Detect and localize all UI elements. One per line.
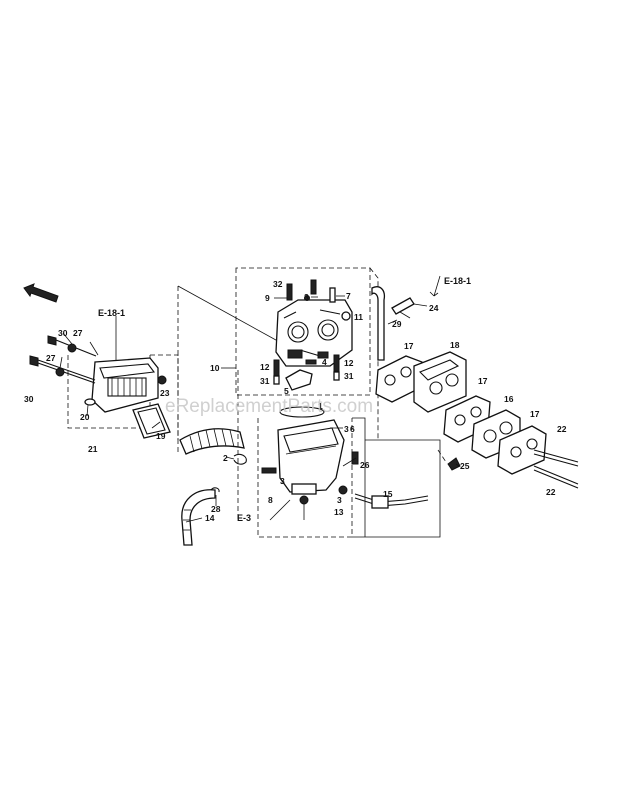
carburetor-body bbox=[275, 299, 353, 367]
drain-screw-13 bbox=[338, 485, 348, 495]
callout-17-b: 17 bbox=[478, 376, 488, 386]
screw-26 bbox=[351, 451, 359, 465]
callout-13: 13 bbox=[334, 507, 344, 517]
callout-10: 10 bbox=[210, 363, 220, 373]
ref-e-18-1-left[interactable]: E-18-1 bbox=[98, 308, 125, 318]
gasket-1 bbox=[279, 406, 325, 418]
callout-27-lower: 27 bbox=[46, 353, 56, 363]
callout-15: 15 bbox=[383, 489, 393, 499]
callout-27-upper: 27 bbox=[73, 328, 83, 338]
callout-6: 6 bbox=[350, 424, 355, 434]
air-cleaner-gasket bbox=[132, 403, 171, 439]
clip-28 bbox=[210, 487, 220, 493]
callout-21: 21 bbox=[88, 444, 98, 454]
hose-group bbox=[177, 285, 286, 546]
ref-e-3[interactable]: E-3 bbox=[237, 513, 251, 523]
callout-26: 26 bbox=[360, 460, 370, 470]
ref-e-18-1-right[interactable]: E-18-1 bbox=[444, 276, 471, 286]
nut-23 bbox=[157, 375, 167, 385]
stud-22-upper bbox=[533, 449, 579, 463]
callout-19: 19 bbox=[156, 431, 166, 441]
callout-18: 18 bbox=[450, 340, 460, 350]
gasket-17-c bbox=[497, 425, 547, 475]
screw-11 bbox=[341, 311, 351, 321]
drain-tube-15 bbox=[354, 493, 429, 503]
fitting-24 bbox=[391, 297, 415, 315]
screw-7 bbox=[329, 287, 336, 303]
callout-24: 24 bbox=[429, 303, 439, 313]
float-chamber bbox=[277, 419, 345, 493]
breather-tube-29 bbox=[371, 286, 386, 361]
callout-23: 23 bbox=[160, 388, 170, 398]
callout-29: 29 bbox=[392, 319, 402, 329]
callout-17-a: 17 bbox=[404, 341, 414, 351]
callout-12-left: 12 bbox=[260, 362, 270, 372]
callout-7: 7 bbox=[346, 291, 351, 301]
callout-30-lower: 30 bbox=[24, 394, 34, 404]
callout-9: 9 bbox=[265, 293, 270, 303]
callout-4: 4 bbox=[322, 357, 327, 367]
carburetor-group bbox=[235, 267, 441, 538]
callout-28: 28 bbox=[211, 504, 221, 514]
insulator-group bbox=[375, 275, 579, 489]
fuel-hose-14 bbox=[181, 489, 216, 546]
callout-2: 2 bbox=[223, 453, 228, 463]
watermark-text: eReplacementParts.com bbox=[165, 396, 373, 417]
callout-5: 5 bbox=[284, 386, 289, 396]
callout-31-left: 31 bbox=[260, 376, 270, 386]
air-cleaner-group bbox=[29, 335, 179, 455]
callout-25: 25 bbox=[460, 461, 470, 471]
callout-20: 20 bbox=[80, 412, 90, 422]
callout-3-mid: 3 bbox=[344, 424, 349, 434]
callout-3-left: 3 bbox=[280, 476, 285, 486]
float-5 bbox=[285, 369, 313, 391]
screw-12-right bbox=[333, 354, 340, 372]
bolt-30-lower bbox=[37, 359, 96, 381]
clip-2 bbox=[233, 453, 247, 465]
callout-31-right: 31 bbox=[344, 371, 354, 381]
clip-25 bbox=[447, 457, 461, 471]
callout-30-upper: 30 bbox=[58, 328, 68, 338]
callout-3-low: 3 bbox=[337, 495, 342, 505]
callout-3-top: 3 bbox=[304, 292, 309, 302]
screw-9 bbox=[286, 283, 293, 301]
callout-11: 11 bbox=[354, 312, 363, 322]
callout-22-upper: 22 bbox=[557, 424, 567, 434]
air-tube bbox=[179, 428, 245, 455]
float-pin-4 bbox=[305, 359, 317, 365]
washer-27-upper bbox=[67, 343, 77, 353]
callout-14: 14 bbox=[205, 513, 215, 523]
stud-22-lower bbox=[533, 465, 579, 485]
callout-1: 1 bbox=[318, 401, 323, 411]
insulator-18 bbox=[413, 351, 467, 413]
callout-12-right: 12 bbox=[344, 358, 354, 368]
callout-22-lower: 22 bbox=[546, 487, 556, 497]
seal-20 bbox=[84, 398, 96, 406]
callout-8: 8 bbox=[268, 495, 273, 505]
washer-27-lower bbox=[55, 367, 65, 377]
callout-32: 32 bbox=[273, 279, 283, 289]
callout-16: 16 bbox=[504, 394, 514, 404]
front-arrow-icon bbox=[23, 283, 59, 303]
screw-12-left bbox=[273, 359, 280, 377]
screw-32 bbox=[310, 279, 317, 295]
leader-lines bbox=[59, 295, 460, 523]
screw-3-left bbox=[261, 467, 277, 474]
callout-17-c: 17 bbox=[530, 409, 540, 419]
